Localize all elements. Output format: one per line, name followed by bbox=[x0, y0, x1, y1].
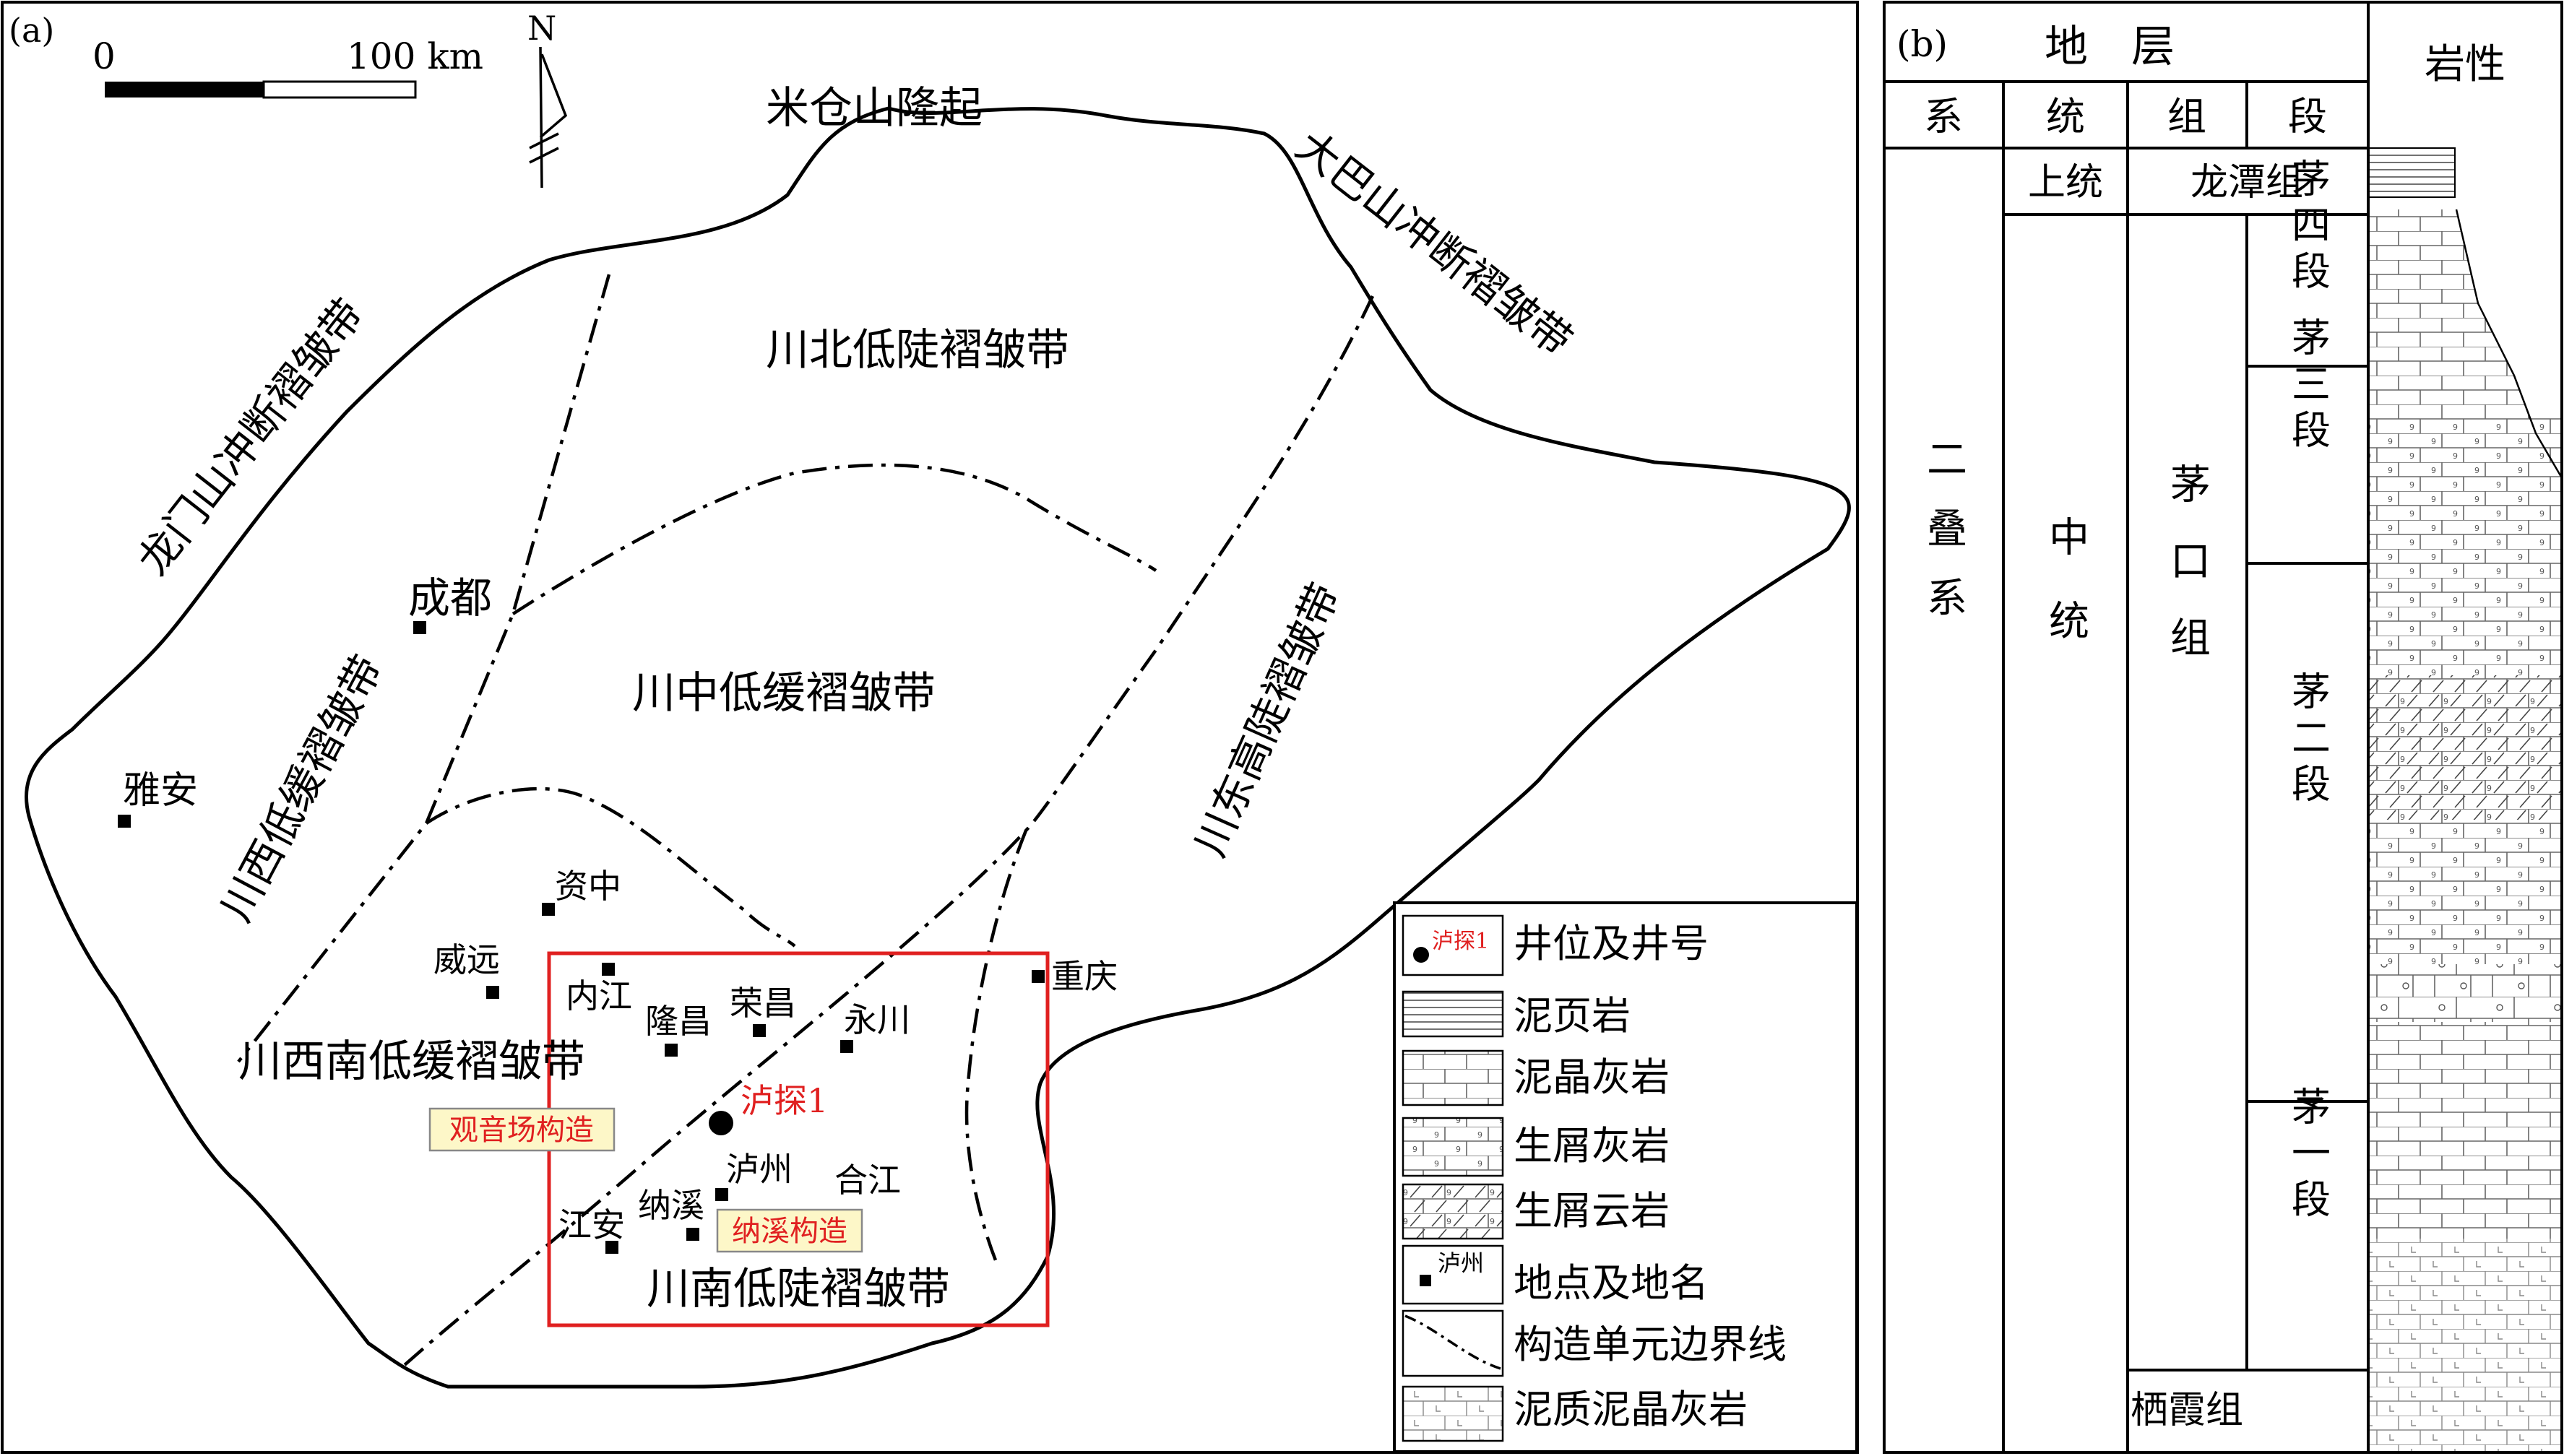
structure-guanyinchang: 观音场构造 bbox=[449, 1114, 594, 1147]
city-markers: 成都 雅安 资中 威远 内江 隆昌 荣昌 永川 重庆 泸州 合江 纳溪 江安 bbox=[118, 573, 1118, 1254]
label-longmenshan: 龙门山冲断褶皱带 bbox=[128, 290, 373, 584]
city-neijiang: 内江 bbox=[566, 976, 632, 1015]
svg-text:泸州: 泸州 bbox=[1438, 1249, 1484, 1277]
city-marker bbox=[715, 1188, 728, 1201]
north-arrow-icon: N bbox=[527, 9, 568, 188]
member-mao3: 茅三段 bbox=[2285, 317, 2331, 456]
legend-shale: 泥页岩 bbox=[1514, 993, 1631, 1039]
panel-b-label: (b) bbox=[1896, 23, 1948, 65]
label-chuanxi: 川西低缓褶皱带 bbox=[211, 647, 392, 929]
header-stratum: 地 层 bbox=[2045, 22, 2175, 72]
city-rongchang: 荣昌 bbox=[730, 984, 796, 1023]
member-mao1: 茅一段 bbox=[2285, 1086, 2331, 1225]
label-dabashan: 大巴山冲断褶皱带 bbox=[1287, 121, 1581, 365]
header-member: 段 bbox=[2288, 94, 2327, 139]
label-chuanzhong: 川中低缓褶皱带 bbox=[632, 668, 936, 719]
legend-boundary: 构造单元边界线 bbox=[1514, 1322, 1787, 1367]
city-marker bbox=[840, 1040, 853, 1053]
city-marker bbox=[413, 621, 426, 634]
label-chuanbei: 川北低陡褶皱带 bbox=[766, 325, 1069, 376]
city-yaan: 雅安 bbox=[123, 769, 198, 812]
header-lithology: 岩性 bbox=[2425, 41, 2505, 88]
legend-micrite: 泥晶灰岩 bbox=[1514, 1054, 1670, 1100]
city-naxi: 纳溪 bbox=[638, 1186, 704, 1225]
city-luzhou: 泸州 bbox=[726, 1150, 793, 1189]
svg-text:N: N bbox=[527, 9, 556, 48]
legend-argillaceous-micrite: 泥质泥晶灰岩 bbox=[1514, 1387, 1748, 1432]
tectonic-boundaries bbox=[237, 274, 1375, 1366]
legend-place: 地点及地名 bbox=[1514, 1260, 1709, 1306]
city-chongqing: 重庆 bbox=[1051, 957, 1118, 996]
label-chuannan: 川南低陡褶皱带 bbox=[647, 1264, 950, 1314]
city-marker bbox=[665, 1044, 678, 1057]
legend: 泸探1 井位及井号 泥页岩 泥晶灰岩 生屑灰岩 生屑云岩 泸州 地点及地名 构造… bbox=[1393, 901, 1858, 1453]
series-middle: 中统 bbox=[2042, 516, 2089, 683]
city-marker bbox=[1032, 970, 1045, 983]
panel-b-stratigraphy: (b) 地 层 岩性 系 统 组 段 上统 龙潭组 栖霞组 二叠系 中统 茅口组… bbox=[1883, 1, 2563, 1454]
formation-qixia: 栖霞组 bbox=[2131, 1389, 2243, 1432]
legend-bioclastic-limestone: 生屑灰岩 bbox=[1514, 1123, 1670, 1169]
legend-bioclastic-dolomite: 生屑云岩 bbox=[1514, 1188, 1670, 1234]
svg-text:100 km: 100 km bbox=[347, 35, 483, 77]
formation-longtan: 龙潭组 bbox=[2190, 161, 2303, 204]
panel-a-label: (a) bbox=[9, 11, 54, 50]
header-series: 统 bbox=[2046, 94, 2085, 139]
label-chuandong: 川东高陡褶皱带 bbox=[1186, 576, 1350, 864]
city-hejiang: 合江 bbox=[834, 1161, 901, 1200]
scale-bar: 0 100 km bbox=[92, 35, 483, 99]
svg-text:泸探1: 泸探1 bbox=[1432, 929, 1489, 954]
basin-outline bbox=[24, 106, 1851, 1389]
series-upper: 上统 bbox=[2028, 161, 2103, 204]
legend-well: 井位及井号 bbox=[1514, 921, 1709, 966]
city-weiyuan: 威远 bbox=[433, 940, 500, 979]
city-jiangan: 江安 bbox=[558, 1205, 625, 1244]
formation-maokou: 茅口组 bbox=[2164, 463, 2211, 693]
header-system: 系 bbox=[1924, 94, 1963, 139]
label-chuanxinan: 川西南低缓褶皱带 bbox=[238, 1036, 585, 1087]
city-marker bbox=[602, 963, 615, 976]
city-marker bbox=[118, 815, 131, 828]
structure-naxi: 纳溪构造 bbox=[732, 1215, 847, 1248]
lithology-column bbox=[2367, 147, 2563, 1452]
system-permian: 二叠系 bbox=[1920, 438, 1967, 646]
city-zizhong: 资中 bbox=[555, 867, 621, 906]
city-marker bbox=[753, 1024, 766, 1037]
member-mao2: 茅二段 bbox=[2285, 671, 2331, 810]
well-label: 泸探1 bbox=[741, 1081, 828, 1120]
member-mao4: 茅四段 bbox=[2285, 158, 2331, 297]
header-formation: 组 bbox=[2167, 94, 2206, 139]
city-marker bbox=[686, 1228, 699, 1241]
city-marker bbox=[542, 903, 555, 916]
city-yongchuan: 永川 bbox=[844, 1000, 910, 1039]
panel-a-map: (a) 0 100 km N 米仓山隆起 大巴山冲断褶皱带 龙 bbox=[1, 1, 1859, 1454]
city-longchang: 隆昌 bbox=[645, 1002, 712, 1041]
svg-text:0: 0 bbox=[92, 35, 116, 77]
well-marker-icon bbox=[709, 1111, 733, 1135]
city-marker bbox=[486, 986, 499, 999]
city-chengdu: 成都 bbox=[408, 573, 492, 623]
city-marker bbox=[605, 1241, 618, 1254]
label-micangshan: 米仓山隆起 bbox=[766, 83, 983, 134]
